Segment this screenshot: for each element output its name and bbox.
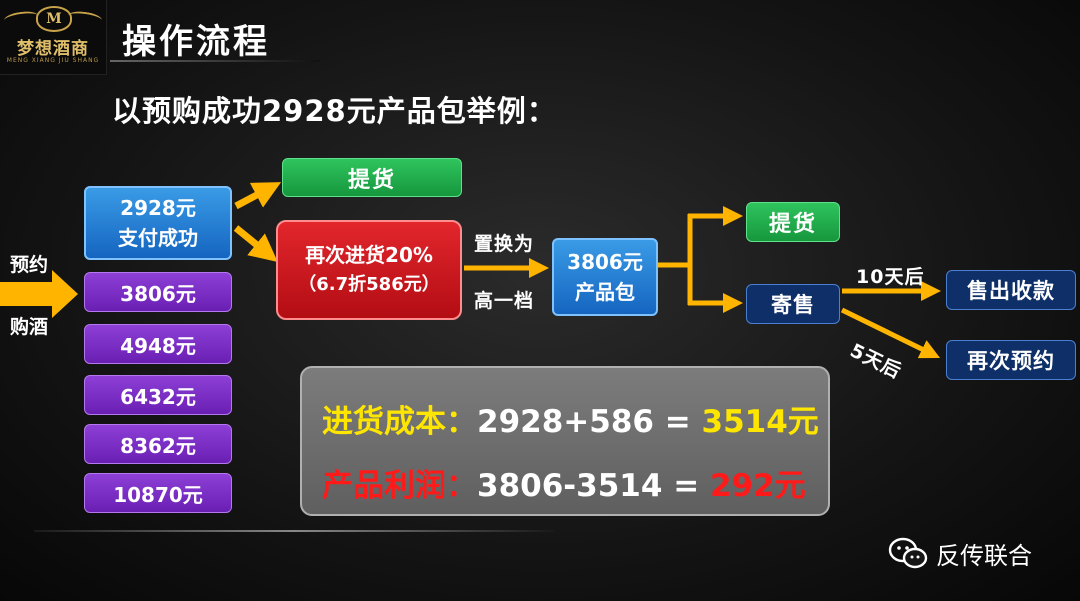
watermark: 反传联合 (888, 536, 1032, 570)
label-prebook: 预约 (10, 254, 49, 276)
tier-item: 4948元 (84, 324, 232, 364)
upgraded-amount: 3806元 (567, 250, 643, 274)
logo-emblem-icon: M (36, 6, 72, 32)
summary-panel: 进货成本：2928+586 = 3514元 产品利润：3806-3514 = 2… (300, 366, 830, 516)
title-underline (110, 60, 320, 62)
arrow-paid-to-pickup (234, 182, 282, 210)
label-ten-days: 10天后 (856, 266, 925, 288)
pickup-box-right: 提货 (746, 202, 840, 242)
paid-success-box: 2928元 支付成功 (84, 186, 232, 260)
consign-box: 寄售 (746, 284, 840, 324)
page-subtitle: 以预购成功2928元产品包举例： (112, 94, 557, 128)
label-buy-liquor: 购酒 (10, 316, 49, 338)
arrow-paid-to-restock (233, 225, 278, 262)
paid-status: 支付成功 (118, 226, 198, 250)
logo-brand-en: MENG XIANG JIU SHANG (6, 57, 100, 64)
bottom-divider (34, 530, 554, 532)
restock-percent: 再次进货20% (305, 243, 433, 267)
label-swap-to: 置换为 (474, 233, 535, 255)
sell-collect-box: 售出收款 (946, 270, 1076, 310)
cost-formula: 2928+586 = (477, 404, 702, 440)
profit-line: 产品利润：3806-3514 = 292元 (322, 460, 806, 505)
restock-price: （6.7折586元） (298, 274, 440, 295)
upgraded-package-box: 3806元 产品包 (552, 238, 658, 316)
tier-item: 6432元 (84, 375, 232, 415)
restock-box: 再次进货20% （6.7折586元） (276, 220, 462, 320)
logo-brand-cn: 梦想酒商 (17, 39, 89, 59)
cost-line: 进货成本：2928+586 = 3514元 (322, 396, 819, 441)
paid-amount: 2928元 (120, 196, 196, 220)
label-higher-tier: 高一档 (474, 290, 535, 312)
profit-label: 产品利润： (322, 468, 477, 504)
profit-result: 292元 (709, 468, 806, 504)
rebook-box: 再次预约 (946, 340, 1076, 380)
profit-formula: 3806-3514 = (477, 468, 710, 504)
pickup-box-top: 提货 (282, 158, 462, 197)
page-title: 操作流程 (122, 22, 270, 62)
wechat-icon (888, 537, 928, 569)
entry-arrow (0, 270, 78, 318)
upgraded-label: 产品包 (575, 280, 635, 304)
cost-label: 进货成本： (322, 404, 477, 440)
tier-item: 10870元 (84, 473, 232, 513)
arrow-consign-to-rebook (840, 307, 941, 359)
tier-item: 3806元 (84, 272, 232, 312)
brand-logo: M 梦想酒商 MENG XIANG JIU SHANG (0, 0, 107, 75)
tier-item: 8362元 (84, 424, 232, 464)
watermark-text: 反传联合 (936, 541, 1032, 570)
cost-result: 3514元 (701, 404, 819, 440)
